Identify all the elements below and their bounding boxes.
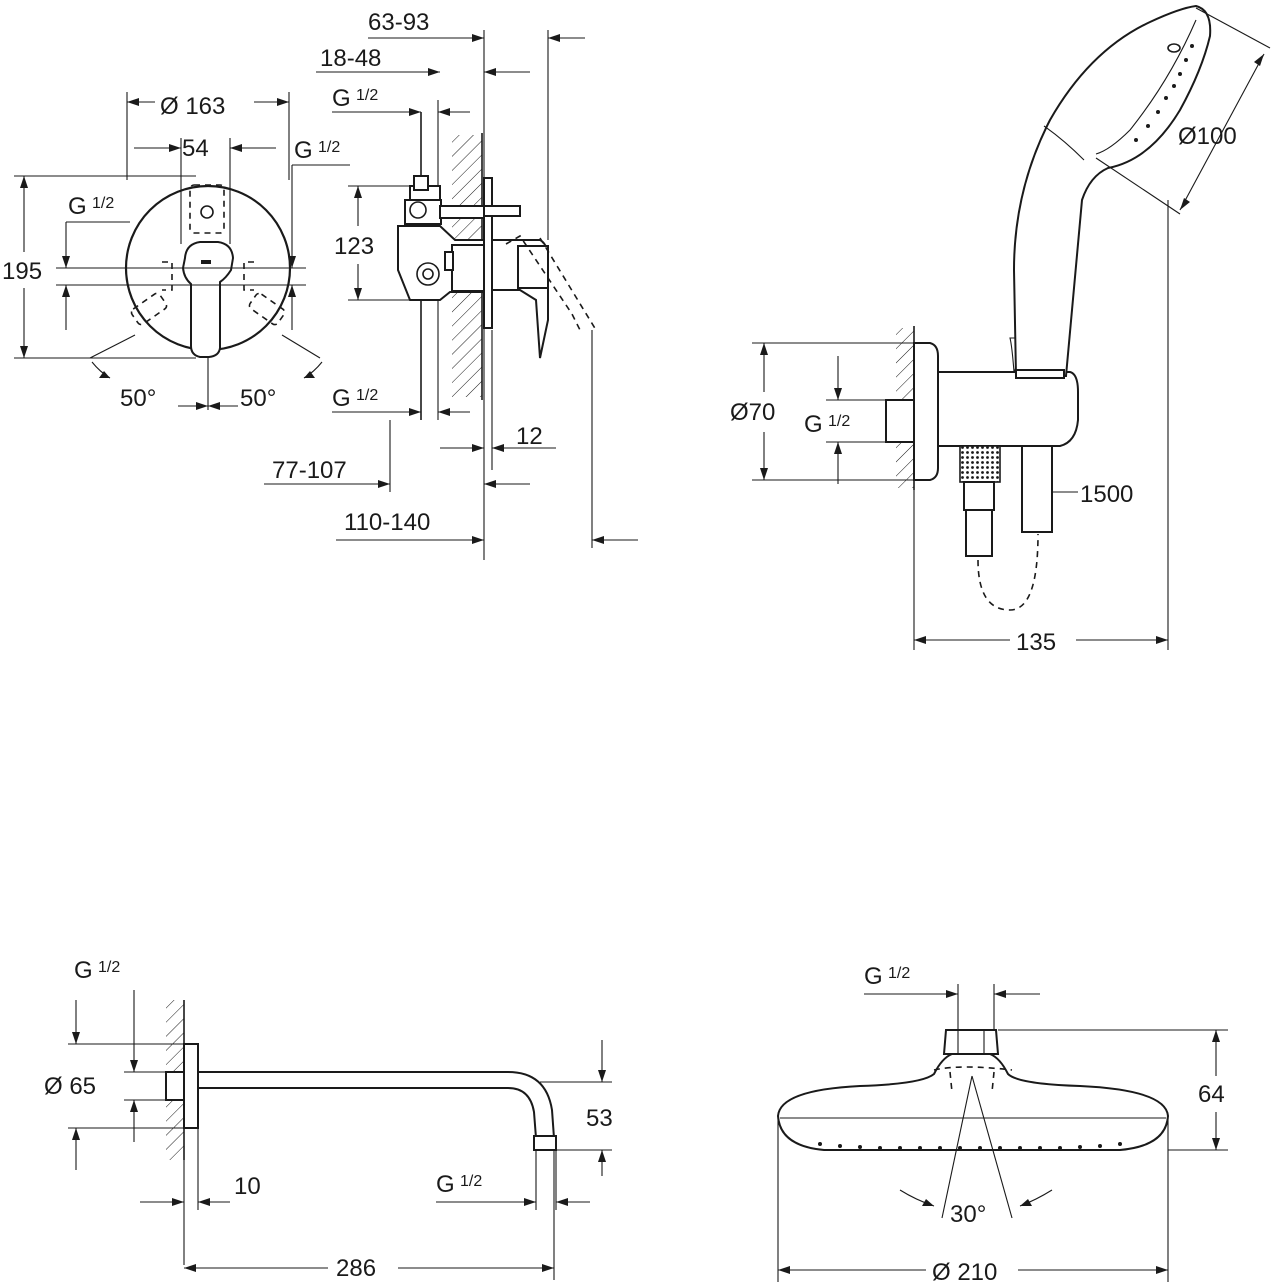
dim-10-label: 10 [234,1173,261,1200]
cartridge-hole [200,205,214,219]
handle-logo [201,260,211,264]
thread-label-frac: 1/2 [460,1173,482,1190]
mixer-handle [181,241,235,358]
dim-110-140-label: 110-140 [344,509,430,536]
dim-77-107-label: 77-107 [272,457,347,484]
angle-right-label: 50° [240,385,276,412]
thread-label-g: G [74,957,93,984]
angle-30-label: 30° [950,1201,986,1228]
thread-label-g: G [68,193,87,220]
dim-123-label: 123 [334,233,374,260]
dim-63-93-label: 63-93 [368,9,429,36]
thread-label-frac: 1/2 [98,959,120,976]
thread-label-g: G [294,137,313,164]
thread-label-frac: 1/2 [356,87,378,104]
head-nozzles [818,1142,1122,1150]
thread-label-frac: 1/2 [318,139,340,156]
shower-arm [68,990,612,1280]
dim-163-label: Ø 163 [160,93,225,120]
cover-plate-side [483,177,493,329]
thread-label-g: G [804,411,823,438]
thread-label-g: G [864,963,883,990]
handle-right-position [248,292,286,326]
head-nut [942,1029,1000,1055]
thread-label-g: G [332,85,351,112]
thread-label-frac: 1/2 [356,387,378,404]
hand-shower [752,4,1271,650]
cartridge-outline [189,184,225,234]
hand-shower-body [1012,4,1212,377]
thread-label-frac: 1/2 [92,195,114,212]
arm-flange [183,1043,199,1129]
dim-1500-label: 1500 [1080,481,1133,508]
mixer-front-view [14,92,350,410]
dim-195-label: 195 [2,258,42,285]
spray-nozzles [1134,44,1194,142]
thread-label-g: G [332,385,351,412]
dim-54-label: 54 [182,135,209,162]
head-shower [776,984,1228,1282]
arm-pipe [197,1071,556,1139]
dim-65-label: Ø 65 [44,1073,96,1100]
dim-64-label: 64 [1198,1081,1225,1108]
dim-135-label: 135 [1016,629,1056,656]
dim-18-48-label: 18-48 [320,45,381,72]
angle-left-label: 50° [120,385,156,412]
dim-53-label: 53 [586,1105,613,1132]
handle-left-position [130,292,168,326]
head-body [776,1053,1170,1151]
thread-label-frac: 1/2 [828,413,850,430]
dim-100-label: Ø100 [1178,123,1237,150]
dim-210-label: Ø 210 [932,1259,997,1286]
mixer-side-view [264,30,638,560]
thread-label-g: G [436,1171,455,1198]
dim-70-label: Ø70 [730,399,775,426]
dim-12-label: 12 [516,423,543,450]
thread-label-frac: 1/2 [888,965,910,982]
dim-286-label: 286 [336,1255,376,1282]
hose-nut [959,445,1001,483]
